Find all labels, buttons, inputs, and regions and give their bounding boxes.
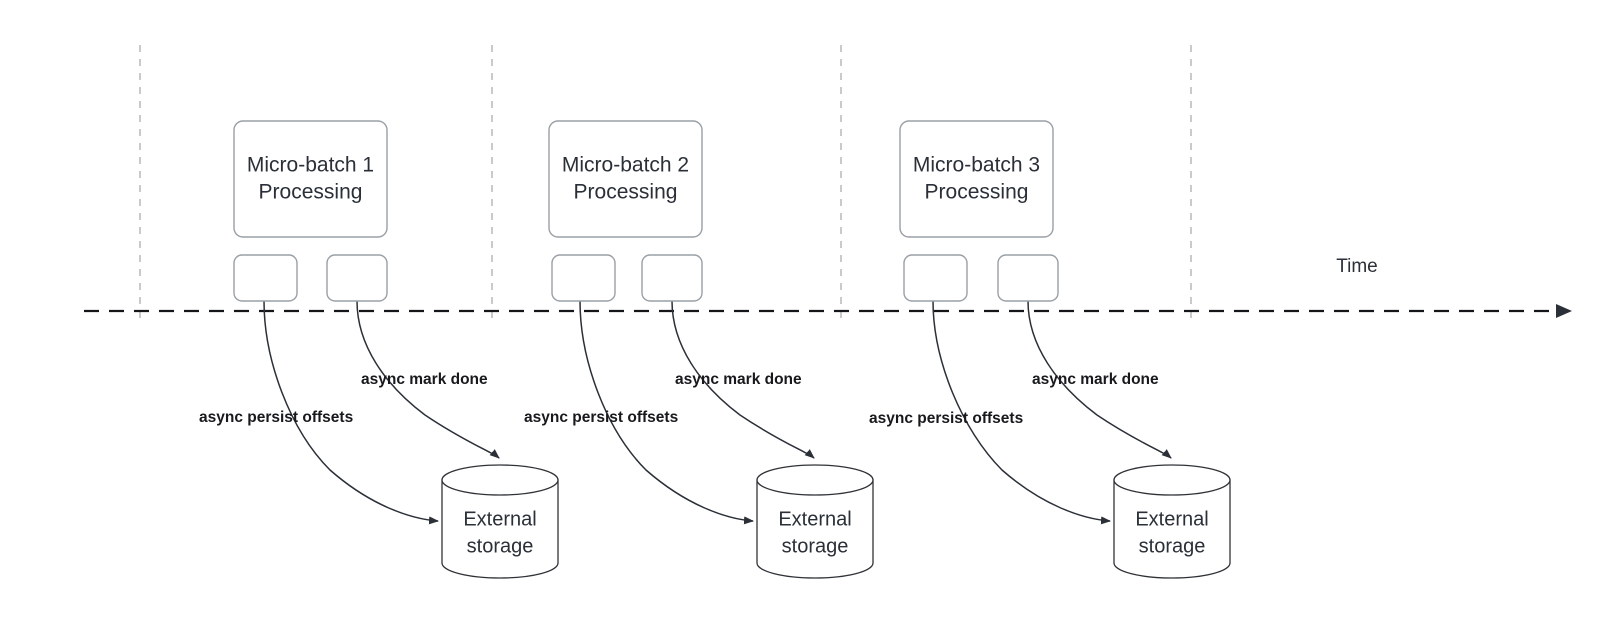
batch-1-persist-offsets-task[interactable]	[233, 254, 298, 302]
batch-2-async-persist-offsets-label: async persist offsets	[524, 409, 678, 426]
process-nodes: Micro-batch 1ProcessingExternalstorageMi…	[233, 120, 1231, 579]
batch-1-process-box[interactable]	[233, 120, 388, 238]
batch-2-async-mark-done-label: async mark done	[675, 371, 802, 388]
batch-3-storage-label-line1: External	[1135, 508, 1208, 530]
batch-2-persist-offsets-task[interactable]	[551, 254, 616, 302]
batch-2-storage-label-line2: storage	[782, 535, 849, 557]
batch-3-process-label-line1: Micro-batch 3	[913, 154, 1040, 177]
batch-1-process-label-line2: Processing	[259, 181, 363, 204]
batch-2-storage-cylinder-body[interactable]	[756, 479, 874, 579]
batch-3-persist-offsets-task[interactable]	[903, 254, 968, 302]
batch-3-mark-done-task[interactable]	[997, 254, 1059, 302]
batch-1-async-persist-offsets-label: async persist offsets	[199, 409, 353, 426]
edge-labels: async persist offsets async mark done asyn…	[199, 371, 1159, 427]
batch-1-async-mark-done-arrow	[356, 300, 500, 459]
batch-boundary-guides	[139, 45, 1192, 320]
time-axis-label: Time	[1336, 256, 1378, 277]
batch-3-storage-cylinder-top	[1113, 464, 1231, 496]
batch-2-async-persist-offsets-arrow	[579, 300, 754, 525]
batch-1-async-mark-done-label: async mark done	[361, 371, 488, 388]
batch-2-process-label-line1: Micro-batch 2	[562, 154, 689, 177]
batch-1-async-persist-offsets-arrow	[263, 300, 439, 525]
batch-2-async-mark-done-arrow	[671, 300, 815, 459]
batch-1-storage-cylinder-body[interactable]	[441, 479, 559, 579]
timeline-arrowhead-icon	[1556, 304, 1572, 318]
batch-1-storage-label-line1: External	[463, 508, 536, 530]
batch-3-process-label-line2: Processing	[925, 181, 1029, 204]
batch-1-storage-label-line2: storage	[467, 535, 534, 557]
batch-3-async-mark-done-arrow	[1027, 300, 1172, 459]
batch-2-mark-done-task[interactable]	[641, 254, 703, 302]
async-flow-edges	[263, 300, 1172, 525]
batch-3-storage-cylinder-body[interactable]	[1113, 479, 1231, 579]
batch-1-mark-done-task[interactable]	[326, 254, 388, 302]
batch-2-process-box[interactable]	[548, 120, 703, 238]
batch-2-storage-label-line1: External	[778, 508, 851, 530]
batch-2-process-label-line2: Processing	[574, 181, 678, 204]
batch-3-async-mark-done-label: async mark done	[1032, 371, 1159, 388]
batch-3-async-persist-offsets-label: async persist offsets	[869, 410, 1023, 427]
batch-1-process-label-line1: Micro-batch 1	[247, 154, 374, 177]
batch-3-storage-label-line2: storage	[1139, 535, 1206, 557]
batch-3-async-persist-offsets-arrow	[932, 300, 1111, 525]
batch-1-storage-cylinder-top	[441, 464, 559, 496]
batch-2-storage-cylinder-top	[756, 464, 874, 496]
batch-3-process-box[interactable]	[899, 120, 1054, 238]
timeline-axis-group: Time	[84, 256, 1572, 318]
